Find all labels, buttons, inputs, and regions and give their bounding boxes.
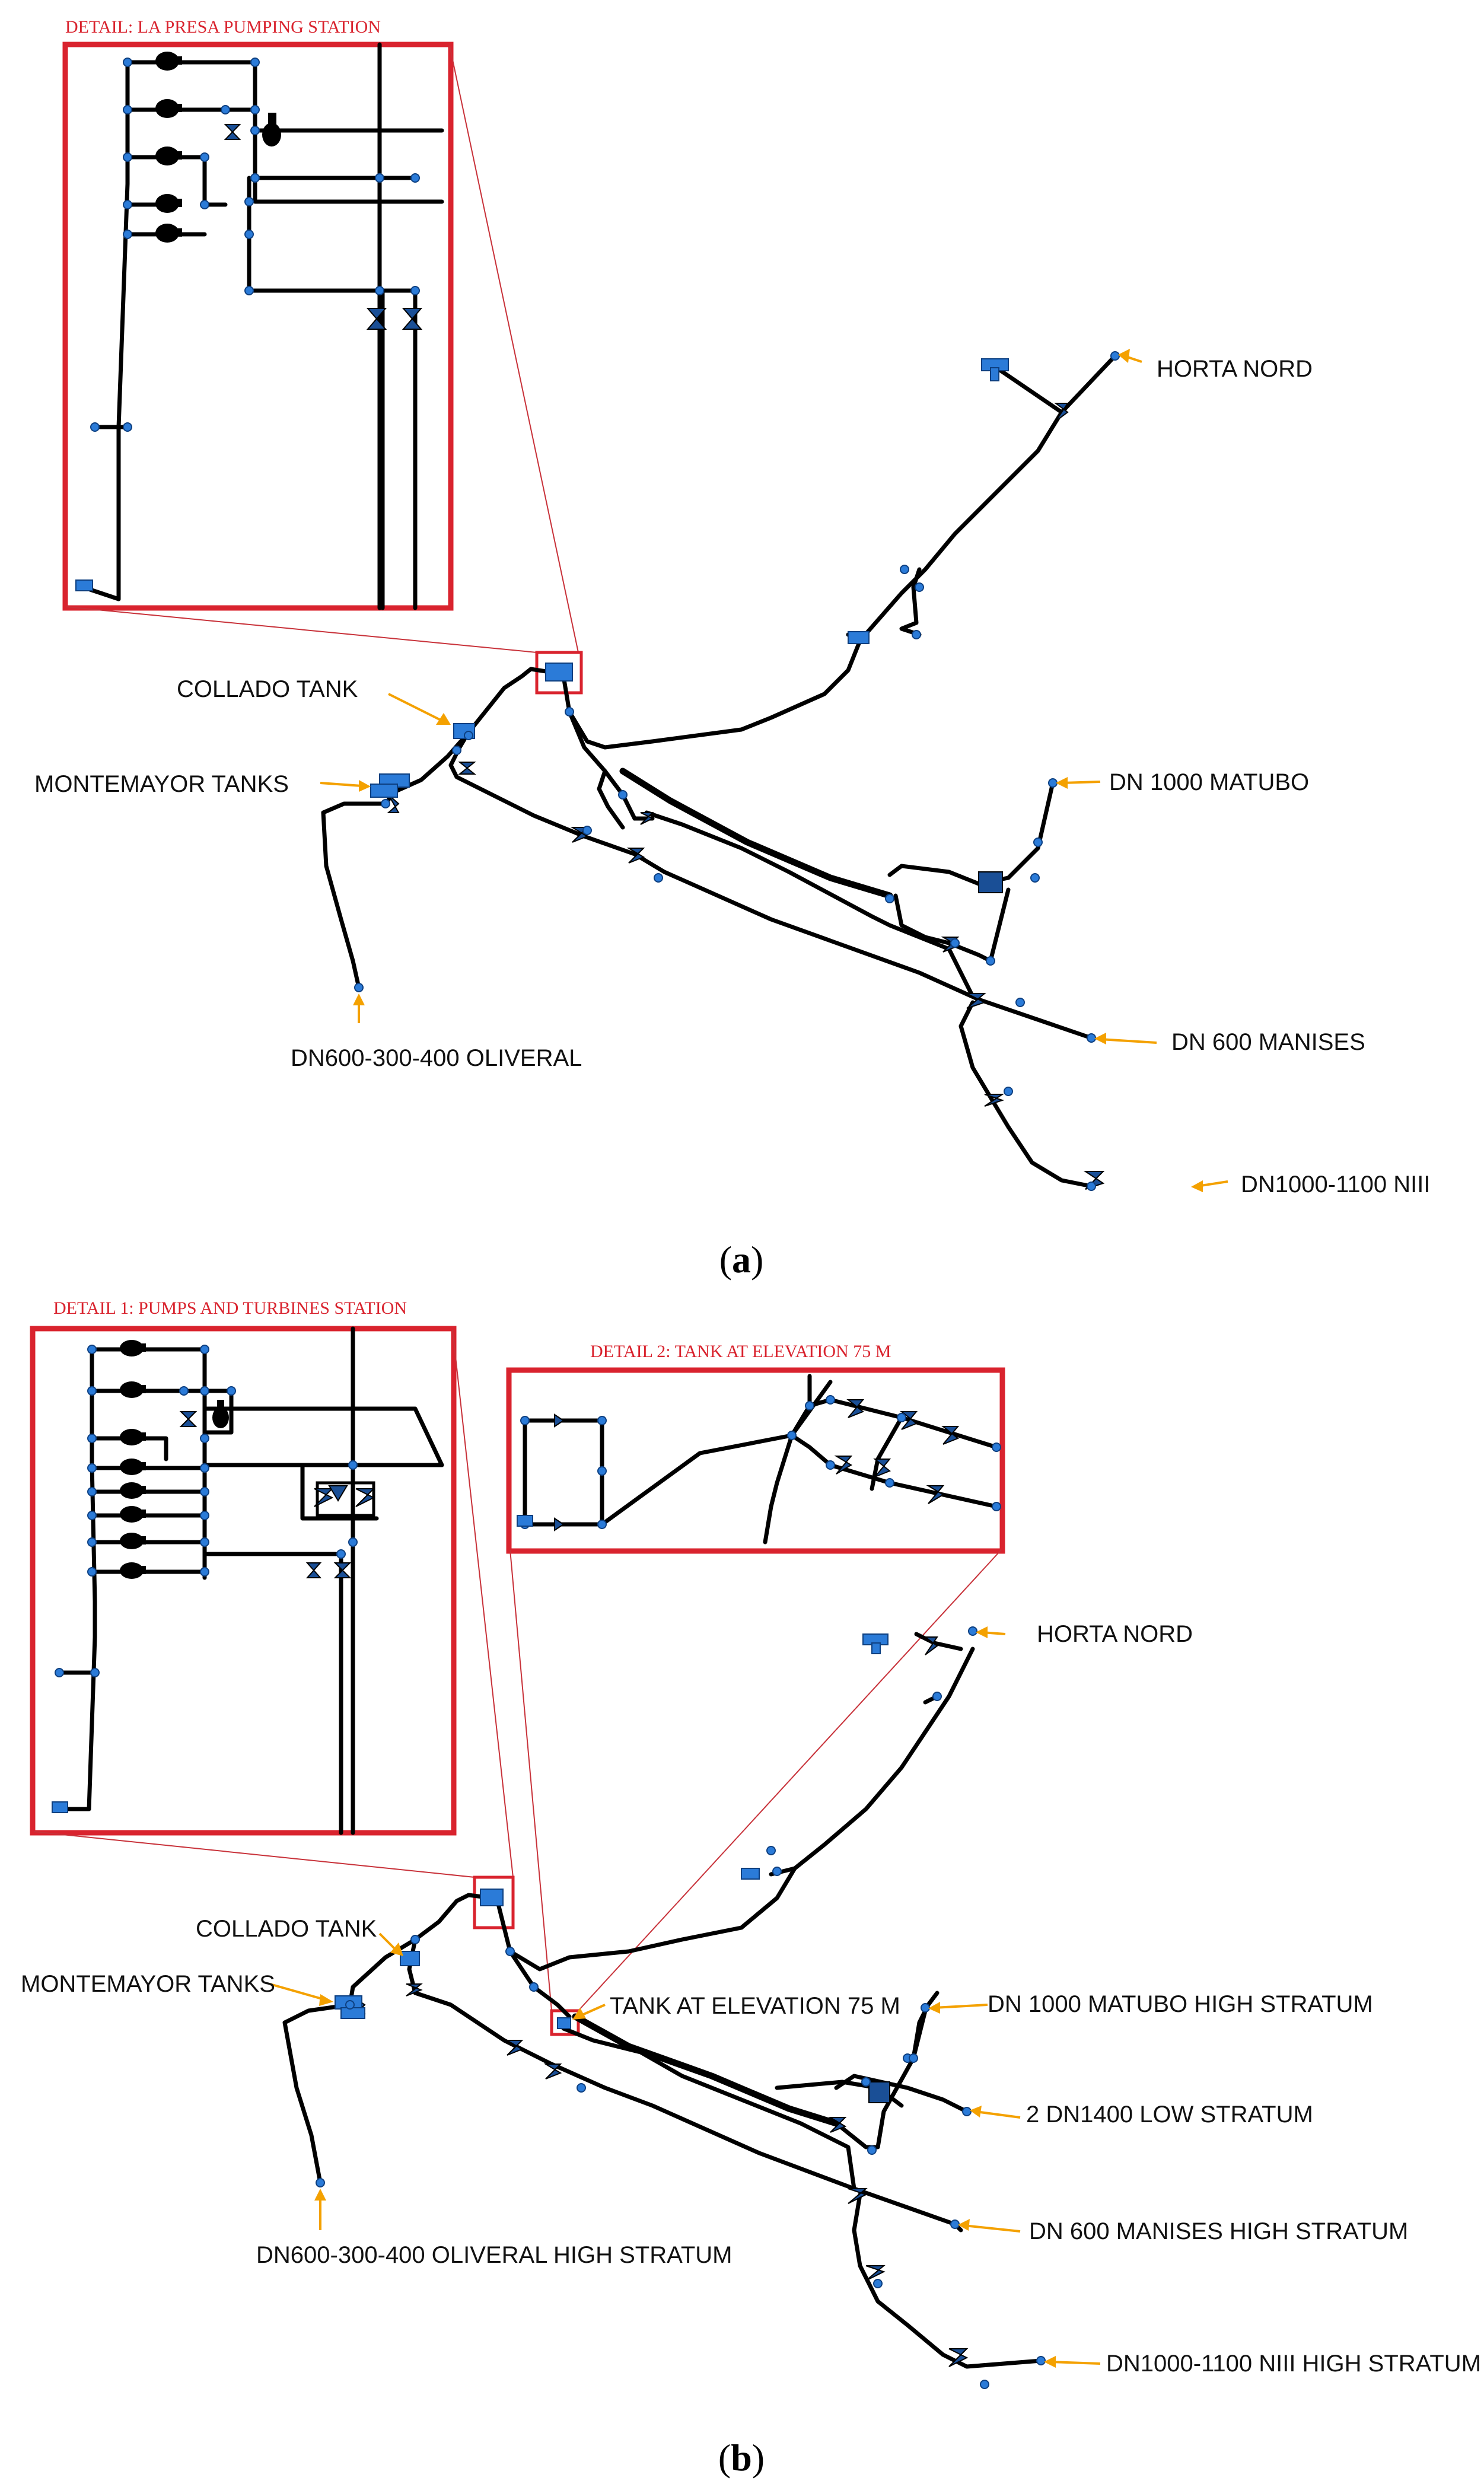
label-dn1000-matubo-a: DN 1000 MATUBO bbox=[1109, 769, 1309, 795]
label-niii-high-b: DN1000-1100 NIII HIGH STRATUM bbox=[1106, 2351, 1481, 2377]
label-horta-nord-a: HORTA NORD bbox=[1157, 356, 1313, 382]
label-manises-a: DN 600 MANISES bbox=[1171, 1029, 1365, 1055]
tanks-a bbox=[370, 358, 1009, 798]
label-montemayor-tanks-a: MONTEMAYOR TANKS bbox=[34, 771, 289, 797]
label-matubo-high-b: DN 1000 MATUBO HIGH STRATUM bbox=[988, 1991, 1373, 2017]
tanks-b bbox=[335, 1633, 889, 2029]
nodes-a bbox=[354, 351, 1120, 1191]
detail2-b-leader-1 bbox=[509, 1549, 552, 2011]
detail2-b-leader-2 bbox=[578, 1549, 1002, 2011]
detail1-b-leader-1 bbox=[33, 1831, 475, 1878]
label-collado-tank-b: COLLADO TANK bbox=[196, 1916, 377, 1942]
detail1-b-contents bbox=[52, 1326, 444, 1835]
detail-a-title: DETAIL: LA PRESA PUMPING STATION bbox=[65, 17, 381, 37]
detail2-b-title: DETAIL 2: TANK AT ELEVATION 75 M bbox=[590, 1342, 891, 1361]
arrows-a bbox=[320, 349, 1228, 1192]
tank-icon bbox=[75, 579, 93, 591]
detail1-b-frame bbox=[30, 1326, 457, 1836]
label-oliveral-a: DN600-300-400 OLIVERAL bbox=[291, 1045, 582, 1071]
detail-a-locator bbox=[535, 651, 583, 695]
detail-a-leader-2 bbox=[449, 45, 579, 653]
detail1-b-leader-2 bbox=[452, 1329, 514, 1878]
detail2-b-contents bbox=[517, 1374, 1001, 1545]
label-low-stratum-b: 2 DN1400 LOW STRATUM bbox=[1026, 2101, 1313, 2128]
caption-a: (a) bbox=[719, 1238, 764, 1281]
label-oliveral-high-b: DN600-300-400 OLIVERAL HIGH STRATUM bbox=[256, 2242, 732, 2268]
arrows-b bbox=[269, 1626, 1101, 2368]
label-collado-tank-a: COLLADO TANK bbox=[177, 676, 358, 702]
panel-b: DETAIL 1: PUMPS AND TURBINES STATION DET… bbox=[21, 1298, 1481, 2479]
nodes-b bbox=[316, 1626, 1046, 2389]
label-tank-75-b: TANK AT ELEVATION 75 M bbox=[610, 1993, 900, 2019]
detail-a-frame bbox=[62, 42, 454, 611]
detail-a-leader-1 bbox=[66, 606, 537, 653]
panel-a: DETAIL: LA PRESA PUMPING STATION bbox=[34, 17, 1430, 1281]
detail1-b-title: DETAIL 1: PUMPS AND TURBINES STATION bbox=[53, 1298, 407, 1318]
detail2-b-frame bbox=[506, 1367, 1005, 1554]
caption-b: (b) bbox=[718, 2437, 765, 2479]
detail1-b-locator bbox=[473, 1875, 515, 1929]
label-horta-nord-b: HORTA NORD bbox=[1037, 1621, 1193, 1647]
label-montemayor-tanks-b: MONTEMAYOR TANKS bbox=[21, 1971, 275, 1997]
label-niii-a: DN1000-1100 NIII bbox=[1241, 1171, 1430, 1198]
label-manises-high-b: DN 600 MANISES HIGH STRATUM bbox=[1029, 2218, 1408, 2244]
detail-a-contents bbox=[75, 42, 444, 610]
network-a bbox=[321, 354, 1117, 1189]
